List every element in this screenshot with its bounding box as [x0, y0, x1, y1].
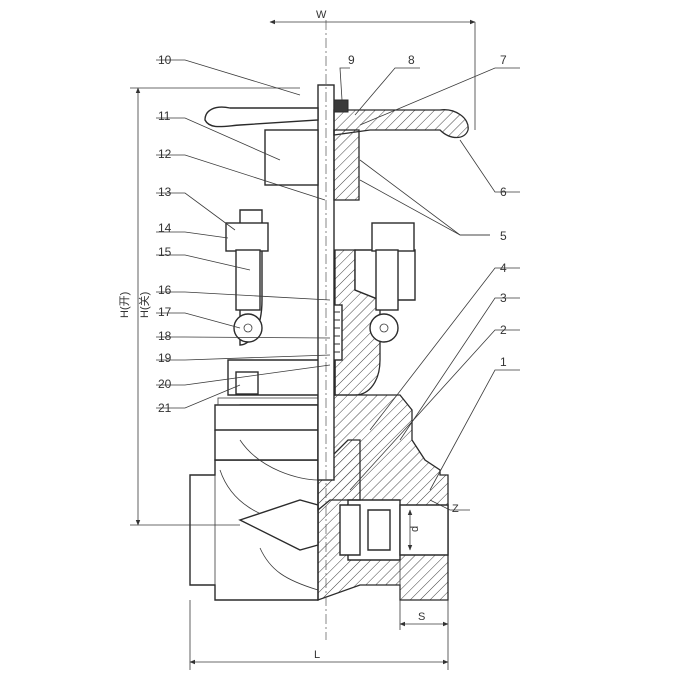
callout-18: 18	[158, 329, 172, 343]
callout-4: 4	[500, 261, 507, 275]
dimension-lines	[130, 19, 476, 670]
callout-17: 17	[158, 305, 172, 319]
stem	[317, 20, 335, 640]
dim-socket-bore-label: d	[409, 526, 421, 532]
dim-height-closed-label: H(关)	[137, 292, 151, 318]
callout-15: 15	[158, 245, 172, 259]
callout-6: 6	[500, 185, 507, 199]
callout-13: 13	[158, 185, 172, 199]
dim-z-label: Z	[452, 503, 459, 515]
callout-11: 11	[158, 109, 171, 123]
callout-12: 12	[158, 147, 172, 161]
callout-5: 5	[500, 229, 507, 243]
valve-body	[189, 397, 319, 601]
callout-21: 21	[158, 401, 172, 415]
callout-9: 9	[348, 53, 355, 67]
bonnet-yoke	[225, 209, 416, 396]
dim-width-label: W	[316, 9, 327, 21]
callout-1: 1	[500, 355, 507, 369]
dim-height-open-label: H(开)	[119, 292, 131, 318]
callout-20: 20	[158, 377, 172, 391]
callout-8: 8	[408, 53, 415, 67]
callout-3: 3	[500, 291, 507, 305]
dim-length-label: L	[314, 649, 320, 661]
callout-16: 16	[158, 283, 172, 297]
callout-labels: 1 2 3 4 5 6 7 8 9 10 11 12 13 14 15 16 1…	[158, 53, 507, 415]
callout-7: 7	[500, 53, 507, 67]
callout-14: 14	[158, 221, 172, 235]
valve-body-section	[317, 394, 449, 601]
dim-socket-depth-label: S	[418, 611, 425, 623]
dimension-labels: W H(开) H(关) L S d Z	[119, 9, 459, 661]
callout-19: 19	[158, 351, 172, 365]
leader-lines	[156, 59, 520, 511]
callout-2: 2	[500, 323, 507, 337]
handwheel	[204, 99, 469, 201]
callout-10: 10	[158, 53, 172, 67]
